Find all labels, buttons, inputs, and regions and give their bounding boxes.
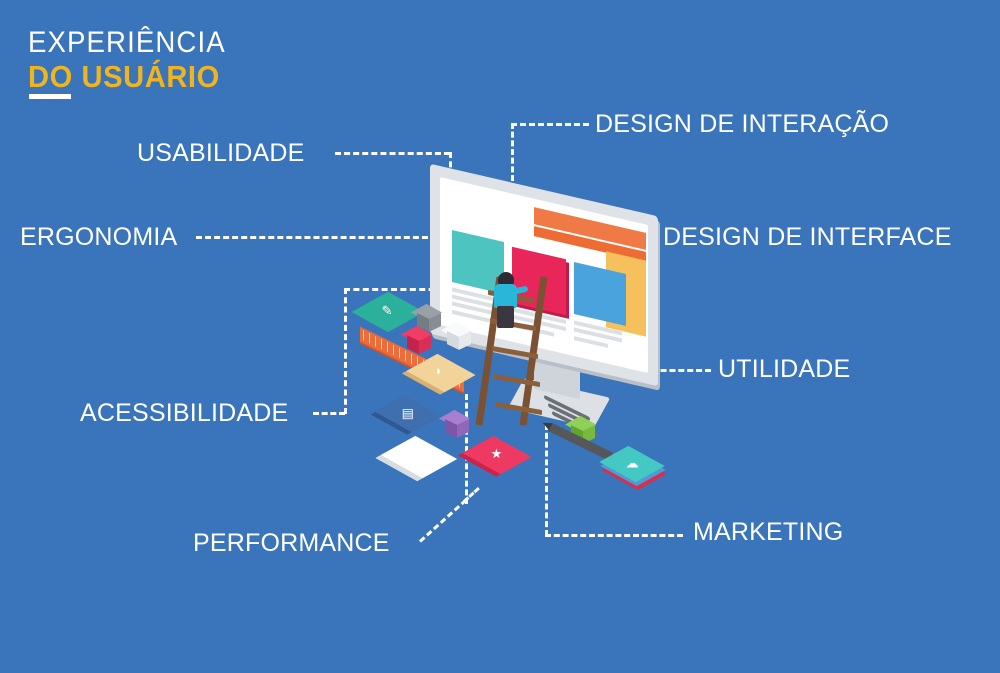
connector-ergonomia-horizontal [196, 236, 446, 239]
connector-acessibilidade-horizontal [313, 412, 345, 415]
monitor-illustration [430, 163, 680, 429]
label-marketing[interactable]: MARKETING [693, 518, 844, 546]
label-acessibilidade[interactable]: ACESSIBILIDADE [80, 399, 289, 427]
cloud-book-object: ☁ [599, 445, 667, 491]
person-illustration [490, 272, 529, 328]
sheet-white-object [380, 435, 458, 479]
pen-icon: ✎ [381, 303, 393, 318]
cloud-icon: ☁ [625, 455, 639, 471]
title-block: EXPERIÊNCIA DO USUÁRIO [28, 26, 243, 99]
isometric-illustration: ✎ ◗ ▤ [340, 163, 700, 500]
connector-acessibilidade-vertical [344, 288, 347, 414]
label-usabilidade[interactable]: USABILIDADE [137, 139, 305, 167]
mouse-icon: ◗ [434, 363, 443, 378]
page-icon: ▤ [401, 405, 414, 421]
connector-design-interacao-vertical [511, 123, 514, 233]
label-performance[interactable]: PERFORMANCE [193, 529, 390, 557]
label-design-de-interacao[interactable]: DESIGN DE INTERAÇÃO [595, 110, 890, 138]
label-ergonomia[interactable]: ERGONOMIA [20, 223, 178, 251]
star-card-object: ★ [462, 435, 532, 475]
title-line-do-usuario: DO USUÁRIO [28, 59, 220, 94]
person-hair [498, 272, 514, 286]
connector-acessibilidade-top-horizontal [344, 288, 444, 291]
connector-marketing-vertical [545, 424, 548, 536]
label-design-de-interface[interactable]: DESIGN DE INTERFACE [663, 223, 952, 251]
connector-utilidade-horizontal [625, 369, 711, 372]
connector-marketing-horizontal [545, 534, 683, 537]
title-line-experiencia: EXPERIÊNCIA [28, 26, 226, 59]
connector-design-interacao-horizontal [511, 123, 589, 126]
star-icon: ★ [490, 446, 503, 461]
person-jacket [494, 284, 517, 308]
title-underline-rule [29, 94, 71, 99]
connector-usabilidade-horizontal [335, 152, 450, 155]
ladder-rung [496, 401, 542, 416]
connector-performance-diagonal [418, 498, 468, 543]
label-utilidade[interactable]: UTILIDADE [718, 355, 851, 383]
person-pants [497, 306, 514, 328]
connector-performance-vertical [465, 394, 468, 504]
